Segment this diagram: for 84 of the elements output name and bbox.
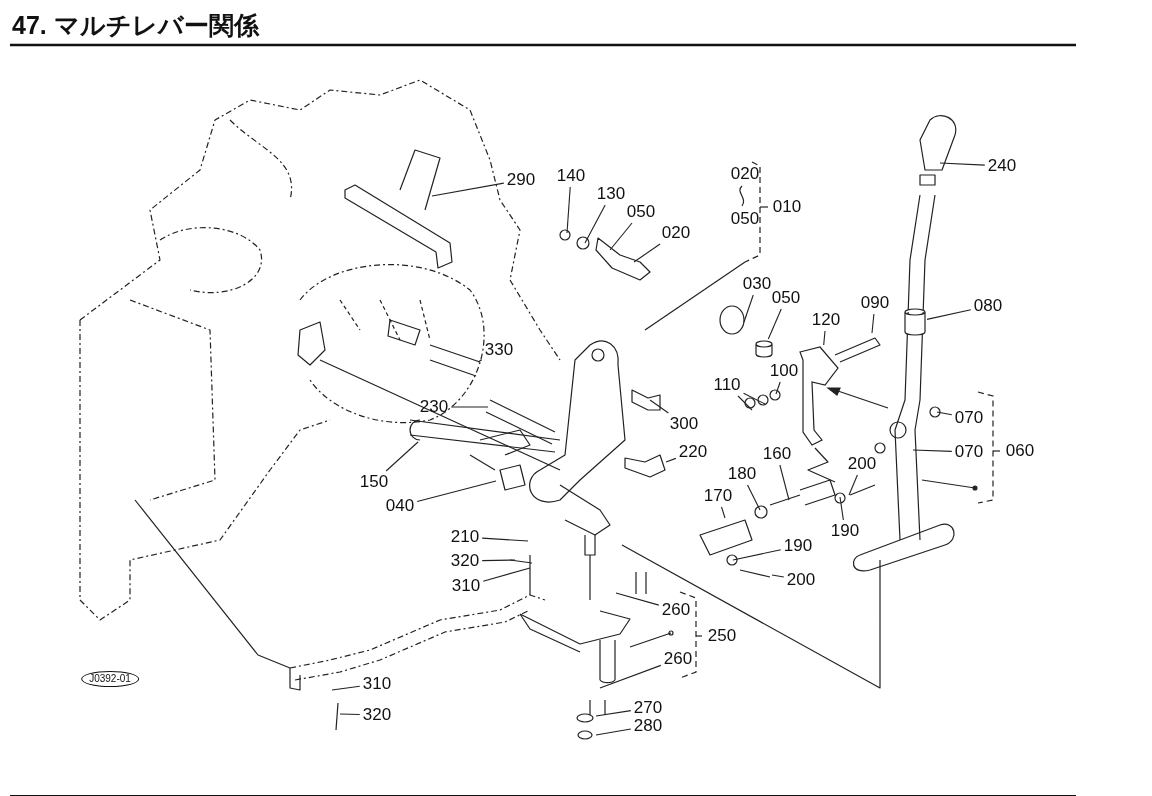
leader-line: [584, 204, 606, 244]
leader-line: [595, 710, 632, 717]
leader-line: [482, 567, 531, 582]
callout-number: 190: [829, 522, 861, 540]
callout-number: 290: [505, 171, 537, 189]
callout-number: 280: [632, 717, 664, 735]
callout-number: 070: [953, 443, 985, 461]
leader-line: [633, 243, 661, 263]
callout-number: 050: [625, 203, 657, 221]
leader-line: [416, 480, 497, 503]
leader-line: [746, 484, 761, 511]
leader-line: [779, 464, 790, 501]
leader-line: [331, 685, 361, 691]
leader-line: [767, 308, 782, 340]
leader-line: [649, 399, 669, 414]
callout-number: 210: [449, 528, 481, 546]
callout-number: 060: [1005, 442, 1035, 460]
callout-number: 300: [668, 415, 700, 433]
callout-number: 140: [555, 167, 587, 185]
bushing: [755, 340, 773, 358]
callout-number: 180: [726, 465, 758, 483]
callout-number: 110: [712, 376, 742, 394]
leader-line: [737, 395, 753, 411]
callout-number: 010: [772, 198, 802, 216]
callout-number: 260: [662, 650, 694, 668]
leader-line: [599, 664, 662, 689]
callout-number: 320: [449, 552, 481, 570]
callout-number: 130: [595, 185, 627, 203]
callout-number: 030: [741, 275, 773, 293]
leader-line: [595, 728, 632, 736]
callout-number: 080: [972, 297, 1004, 315]
callout-number: 020: [730, 165, 760, 183]
leader-line: [939, 162, 986, 166]
leader-line: [385, 441, 419, 472]
callout-number: 160: [761, 445, 793, 463]
callout-number: 090: [859, 294, 891, 312]
leader-line: [771, 574, 785, 578]
title: 47. マルチレバー関係: [12, 10, 259, 40]
leader-line: [912, 449, 953, 452]
callout-number: 150: [358, 473, 390, 491]
leader-line: [732, 549, 782, 561]
leader-line: [665, 457, 677, 463]
leader-line: [775, 381, 781, 395]
leader-line: [926, 309, 972, 320]
leader-line: [481, 537, 529, 542]
callout-number: 310: [361, 675, 393, 693]
leader-line: [615, 592, 660, 606]
leader-line: [720, 506, 726, 519]
leader-line: [566, 186, 571, 234]
callout-number: 310: [450, 577, 482, 595]
bushing: [904, 308, 926, 336]
callout-number: 120: [810, 311, 842, 329]
leader-line: [936, 411, 953, 416]
callout-number: 270: [632, 699, 664, 717]
callout-number: 050: [770, 289, 802, 307]
leader-line: [743, 392, 766, 405]
callout-number: 240: [986, 157, 1018, 175]
leader-line: [431, 182, 505, 197]
leader-line: [609, 222, 633, 251]
callout-number: 320: [361, 706, 393, 724]
callout-number: 190: [782, 537, 814, 555]
leader-line: [450, 406, 489, 408]
callout-number: 170: [702, 487, 734, 505]
callout-number: 100: [768, 362, 800, 380]
callout-number: 330: [483, 341, 515, 359]
leader-line: [871, 313, 875, 334]
callout-number: 250: [707, 627, 737, 645]
leader-line: [743, 294, 754, 323]
leader-line: [839, 496, 844, 521]
leader-line: [481, 559, 516, 562]
callout-number: 020: [660, 224, 692, 242]
leader-line: [823, 330, 826, 346]
leader-line: [848, 474, 858, 496]
callout-number: 260: [660, 601, 692, 619]
leader-line: [339, 713, 361, 716]
callout-number: 220: [677, 443, 709, 461]
callout-number: 200: [785, 571, 817, 589]
callout-number: 050: [730, 210, 760, 228]
callout-number: 040: [384, 497, 416, 515]
callout-number: 230: [418, 398, 450, 416]
leader-line: [477, 359, 483, 363]
callout-number: 200: [846, 455, 878, 473]
callout-number: 070: [953, 409, 985, 427]
lever-plate: [799, 346, 839, 446]
